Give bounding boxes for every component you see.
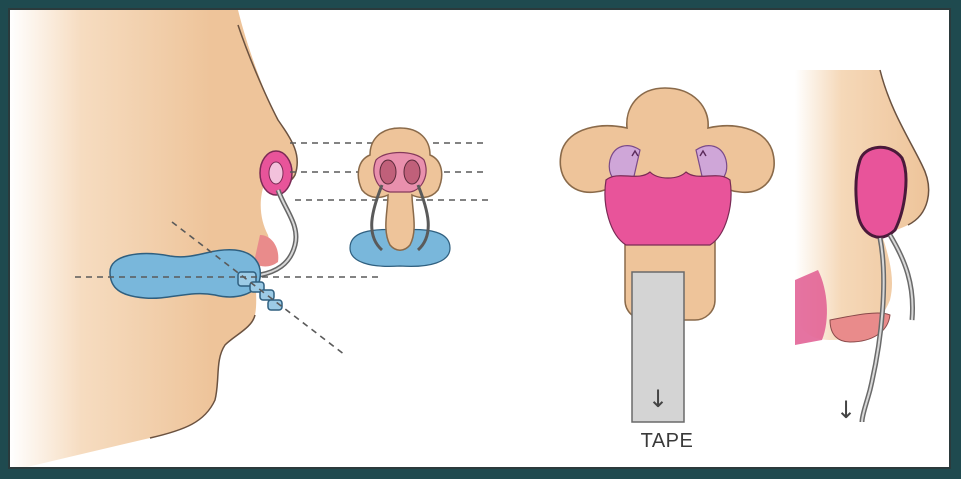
side-conformer [856, 147, 906, 237]
frontal-conformer [605, 172, 731, 245]
side-down-arrow: ↓ [836, 398, 856, 422]
frontal-nose-tape-view [560, 88, 774, 422]
frontal-small-view [350, 128, 450, 266]
conformer-inner [269, 162, 283, 184]
side-nose-view [795, 70, 929, 422]
tape-down-arrow: ↓ [648, 387, 668, 411]
face-silhouette [10, 10, 297, 469]
illustration [10, 10, 951, 469]
side-lip-left [795, 270, 827, 345]
tape-label: TAPE [622, 430, 712, 453]
figure-frame: ↓ ↓ TAPE [8, 8, 951, 469]
